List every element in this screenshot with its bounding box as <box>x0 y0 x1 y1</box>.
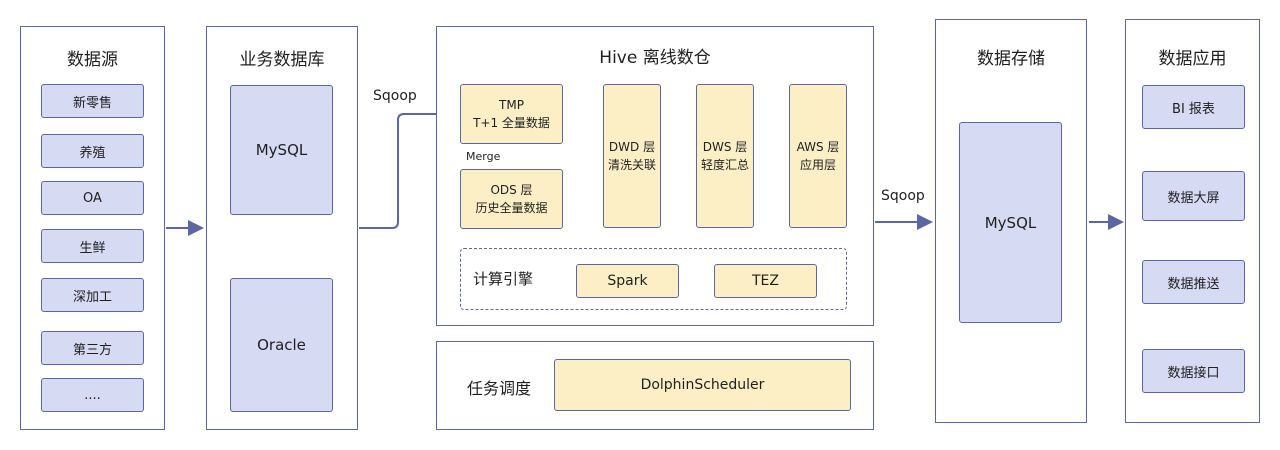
data-application-panel: 数据应用 BI 报表 数据大屏 数据推送 数据接口 <box>1125 19 1260 423</box>
tmp-layer-desc: T+1 全量数据 <box>473 116 550 130</box>
dwd-layer-desc: 清洗关联 <box>607 158 656 172</box>
merge-label: Merge <box>466 150 501 163</box>
aws-layer-box: AWS 层 应用层 <box>789 84 847 228</box>
data-storage-panel: 数据存储 MySQL <box>935 19 1087 423</box>
source-item-new-retail: 新零售 <box>41 84 144 118</box>
source-item-processing: 深加工 <box>41 278 144 312</box>
business-db-title: 业务数据库 <box>239 50 325 70</box>
source-item-third-party: 第三方 <box>41 331 144 365</box>
tmp-layer-name: TMP <box>499 98 524 112</box>
data-source-title: 数据源 <box>67 50 118 70</box>
app-data-interface: 数据接口 <box>1142 349 1245 393</box>
app-data-push: 数据推送 <box>1142 260 1245 304</box>
aws-layer-desc: 应用层 <box>799 158 836 172</box>
hive-title: Hive 离线数仓 <box>599 48 711 68</box>
app-bi-report: BI 报表 <box>1142 85 1245 129</box>
ods-layer-box: ODS 层 历史全量数据 <box>460 169 563 229</box>
data-storage-title: 数据存储 <box>977 49 1045 69</box>
data-application-title: 数据应用 <box>1158 49 1227 69</box>
storage-mysql: MySQL <box>959 122 1062 323</box>
scheduler-tool: DolphinScheduler <box>554 359 851 411</box>
source-item-fresh: 生鲜 <box>41 229 144 263</box>
data-source-panel: 数据源 新零售 养殖 OA 生鲜 深加工 第三方 .... <box>20 26 165 430</box>
engine-tez: TEZ <box>714 264 817 298</box>
source-item-oa: OA <box>41 181 144 215</box>
business-db-panel: 业务数据库 MySQL Oracle <box>206 26 358 430</box>
sqoop-in-label: Sqoop <box>373 88 417 104</box>
tmp-layer-box: TMP T+1 全量数据 <box>460 84 563 144</box>
scheduler-label: 任务调度 <box>467 379 532 398</box>
ods-layer-name: ODS 层 <box>490 183 533 197</box>
sqoop-out-label: Sqoop <box>881 188 925 204</box>
db-mysql: MySQL <box>230 85 333 215</box>
source-item-breeding: 养殖 <box>41 134 144 168</box>
db-oracle: Oracle <box>230 278 333 412</box>
dwd-layer-name: DWD 层 <box>608 140 656 154</box>
dwd-layer-box: DWD 层 清洗关联 <box>603 84 661 228</box>
source-item-more: .... <box>41 378 144 412</box>
aws-layer-name: AWS 层 <box>796 140 840 154</box>
ods-layer-desc: 历史全量数据 <box>475 201 548 215</box>
arrow-db-to-tmp <box>359 106 458 229</box>
compute-engine-label: 计算引擎 <box>473 270 534 288</box>
app-big-screen: 数据大屏 <box>1142 171 1245 221</box>
compute-engine-group <box>460 248 847 310</box>
dws-layer-box: DWS 层 轻度汇总 <box>696 84 754 228</box>
dws-layer-name: DWS 层 <box>702 140 748 154</box>
dws-layer-desc: 轻度汇总 <box>700 158 749 172</box>
engine-spark: Spark <box>576 264 679 298</box>
